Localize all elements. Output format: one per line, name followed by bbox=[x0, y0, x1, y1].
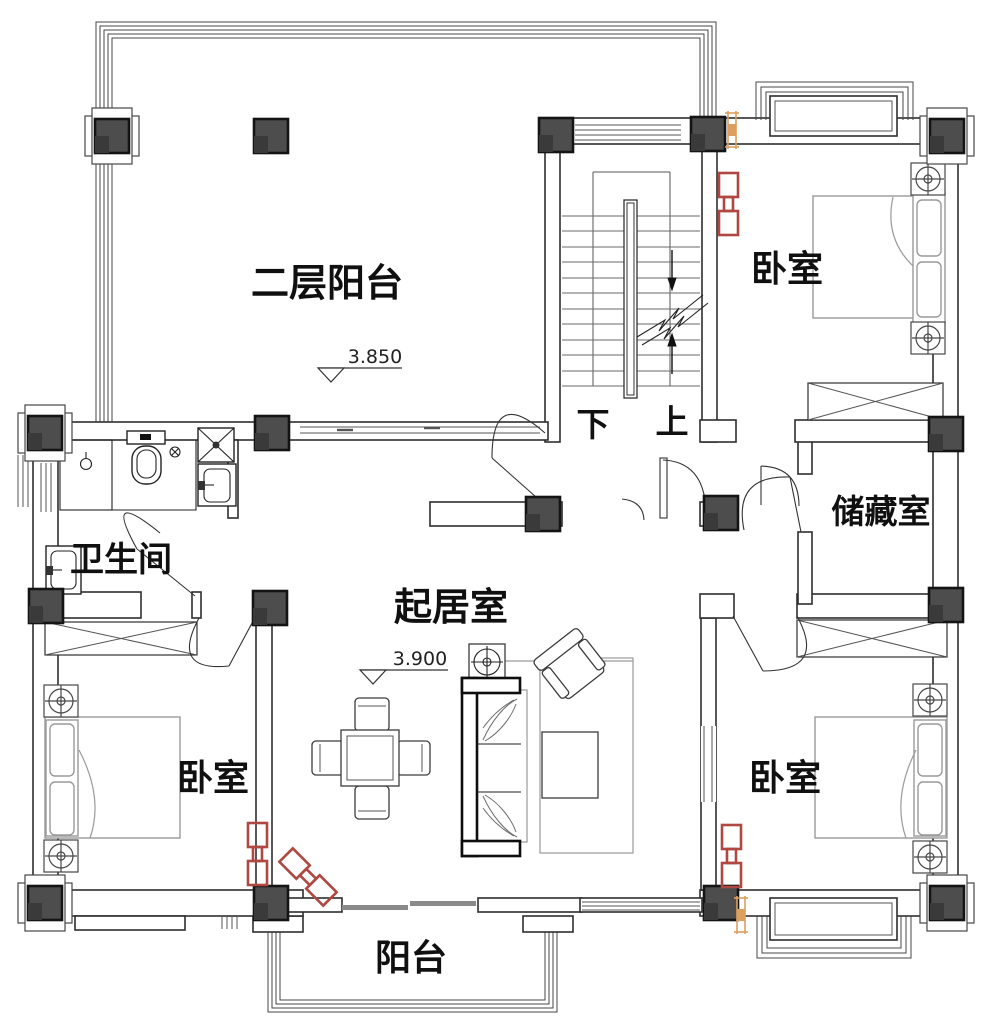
bedroom-br-wall-window bbox=[701, 726, 716, 802]
bed-bottom-right bbox=[814, 683, 948, 874]
label-bedroom-bottom-left: 卧室 bbox=[177, 758, 249, 799]
wardrobe-top-right bbox=[807, 382, 944, 421]
door-storage bbox=[741, 476, 802, 533]
windows bbox=[17, 122, 716, 931]
stair-top-window bbox=[573, 122, 683, 142]
label-upper-balcony: 二层阳台 bbox=[251, 261, 403, 305]
door-bathroom bbox=[123, 512, 196, 597]
sink-right bbox=[197, 463, 237, 507]
bathroom-left-window bbox=[17, 455, 52, 512]
dining-set bbox=[311, 697, 431, 820]
label-bedroom-bottom-right: 卧室 bbox=[749, 758, 821, 799]
sliding-door-balcony bbox=[342, 901, 476, 910]
toilet bbox=[126, 430, 166, 485]
stair-break-line bbox=[636, 294, 709, 346]
sofa bbox=[460, 676, 528, 858]
label-bedroom-top-right: 卧室 bbox=[751, 249, 823, 290]
label-stairs-down: 下 bbox=[577, 405, 610, 444]
armchair bbox=[533, 628, 606, 700]
bottom-left-pier bbox=[74, 915, 238, 931]
elevation-value-living-room: 3.900 bbox=[393, 648, 447, 670]
sofa-set bbox=[460, 628, 634, 858]
balcony-right-window bbox=[582, 901, 700, 911]
sink-left bbox=[45, 545, 82, 595]
stairwell bbox=[562, 171, 709, 399]
floor-drain-icon bbox=[169, 446, 181, 458]
label-bathroom: 卫生间 bbox=[70, 540, 172, 580]
shower bbox=[59, 439, 197, 511]
room-labels: 二层阳台 卧室 储藏室 卫生间 起居室 卧室 卧室 阳台 下 上 bbox=[70, 249, 931, 979]
label-stairs-up: 上 bbox=[656, 402, 689, 441]
elevation-value-upper-balcony: 3.850 bbox=[348, 346, 402, 368]
stair-direction-arrows bbox=[667, 250, 677, 374]
stair-rail bbox=[623, 199, 638, 399]
bay-window-top-right bbox=[755, 81, 914, 137]
wardrobe-bottom-right bbox=[796, 619, 948, 658]
elevation-marker-upper-balcony: 3.850 bbox=[316, 346, 402, 383]
door-bedroom-bottom-right bbox=[732, 615, 807, 672]
bay-window-bottom-right bbox=[756, 897, 912, 959]
bed-bottom-left bbox=[43, 684, 181, 873]
wardrobe-bottom-left bbox=[44, 621, 198, 656]
balcony-band-window bbox=[300, 426, 540, 434]
bathroom-fixtures bbox=[45, 427, 237, 595]
upper-balcony-railing bbox=[95, 21, 717, 422]
coffee-table bbox=[541, 731, 599, 799]
bed-top-right bbox=[812, 162, 946, 355]
duct-shaft bbox=[197, 427, 235, 463]
elevation-marker-living-room: 3.900 bbox=[358, 648, 448, 685]
label-balcony: 阳台 bbox=[375, 938, 447, 979]
label-storage-room: 储藏室 bbox=[832, 492, 931, 531]
label-living-room: 起居室 bbox=[394, 585, 508, 629]
floor-lamp-icon bbox=[468, 643, 506, 681]
